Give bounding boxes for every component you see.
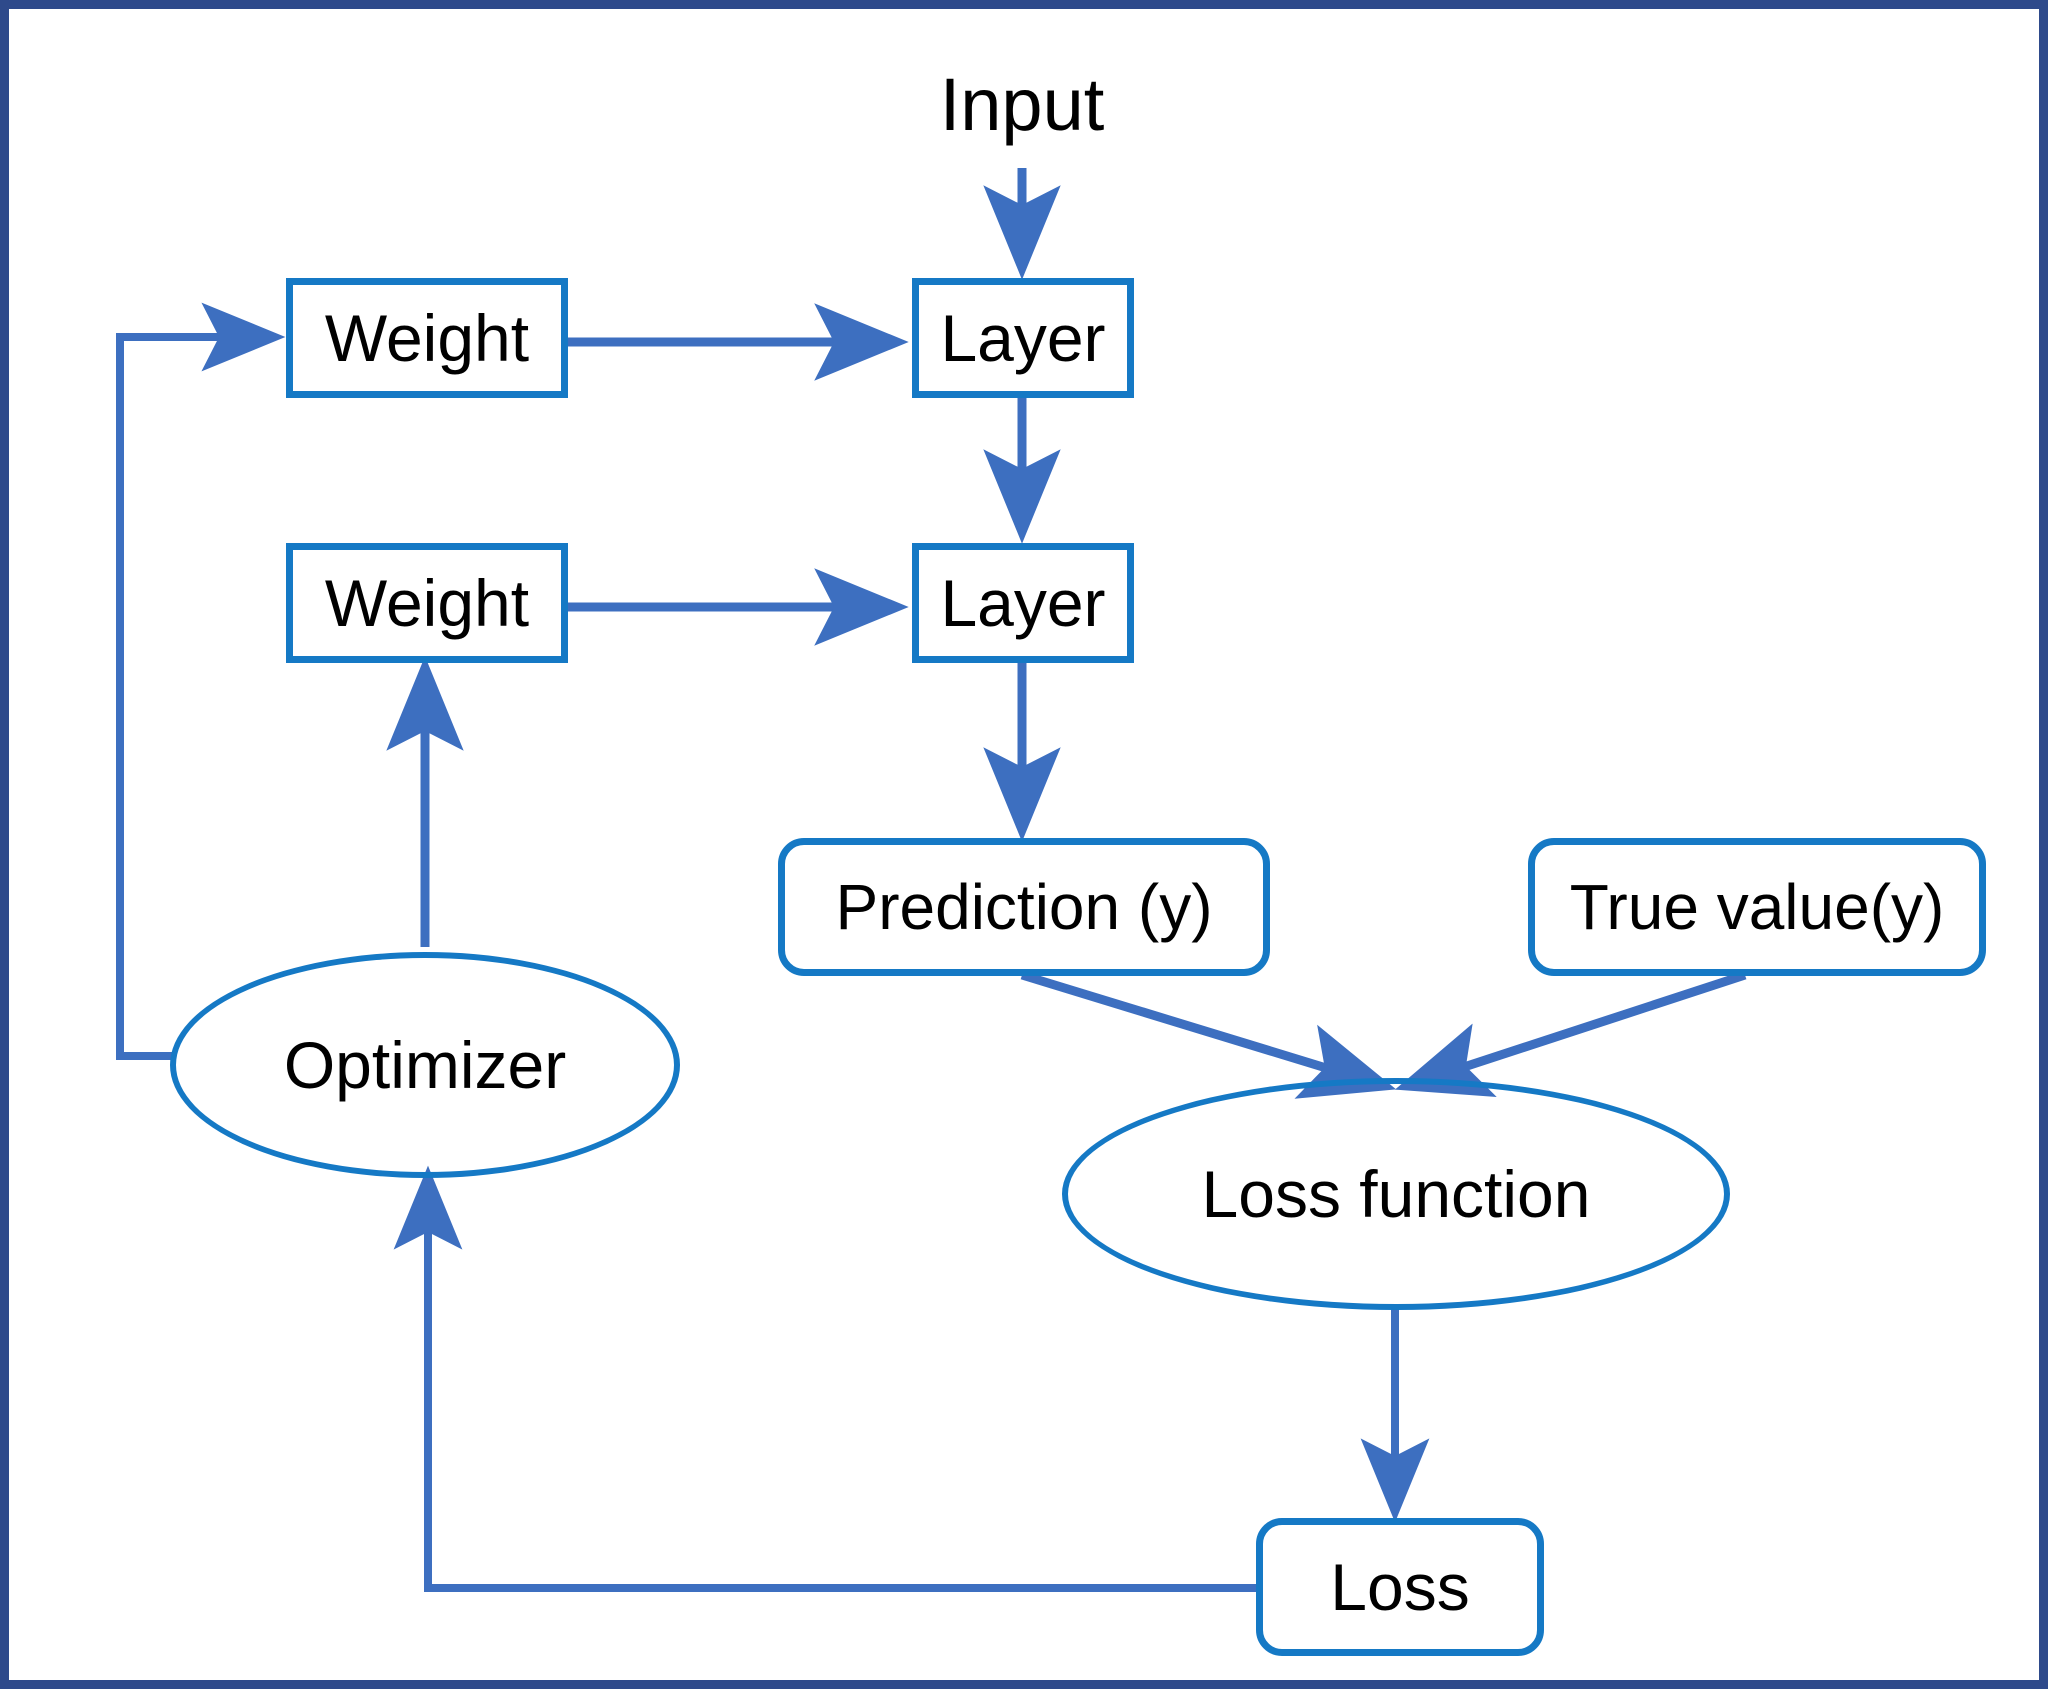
edge-prediction-to-loss-function xyxy=(1020,970,1397,1099)
node-weight-bottom[interactable]: Weight xyxy=(286,543,568,663)
node-true-value-label: True value(y) xyxy=(1569,871,1945,943)
node-loss-label: Loss xyxy=(1330,1550,1470,1624)
edge-true-value-to-loss-function xyxy=(1394,970,1747,1098)
node-weight-top-label: Weight xyxy=(324,301,530,375)
node-layer-bottom-label: Layer xyxy=(940,566,1106,640)
node-layer-top-label: Layer xyxy=(940,301,1106,375)
node-weight-top[interactable]: Weight xyxy=(286,278,568,398)
node-loss-function-label: Loss function xyxy=(1201,1157,1591,1231)
node-weight-bottom-label: Weight xyxy=(324,566,530,640)
node-loss[interactable]: Loss xyxy=(1256,1518,1544,1656)
node-optimizer[interactable]: Optimizer xyxy=(170,952,680,1178)
node-prediction[interactable]: Prediction (y) xyxy=(778,838,1270,976)
node-input: Input xyxy=(900,60,1144,150)
node-true-value[interactable]: True value(y) xyxy=(1528,838,1986,976)
node-input-label: Input xyxy=(939,63,1105,146)
node-loss-function[interactable]: Loss function xyxy=(1062,1078,1730,1310)
node-layer-bottom[interactable]: Layer xyxy=(912,543,1134,663)
node-prediction-label: Prediction (y) xyxy=(835,871,1213,943)
node-layer-top[interactable]: Layer xyxy=(912,278,1134,398)
node-optimizer-label: Optimizer xyxy=(283,1028,567,1102)
edge-optimizer-to-weight-top xyxy=(116,302,286,1060)
edge-loss-to-optimizer xyxy=(393,1165,1256,1592)
